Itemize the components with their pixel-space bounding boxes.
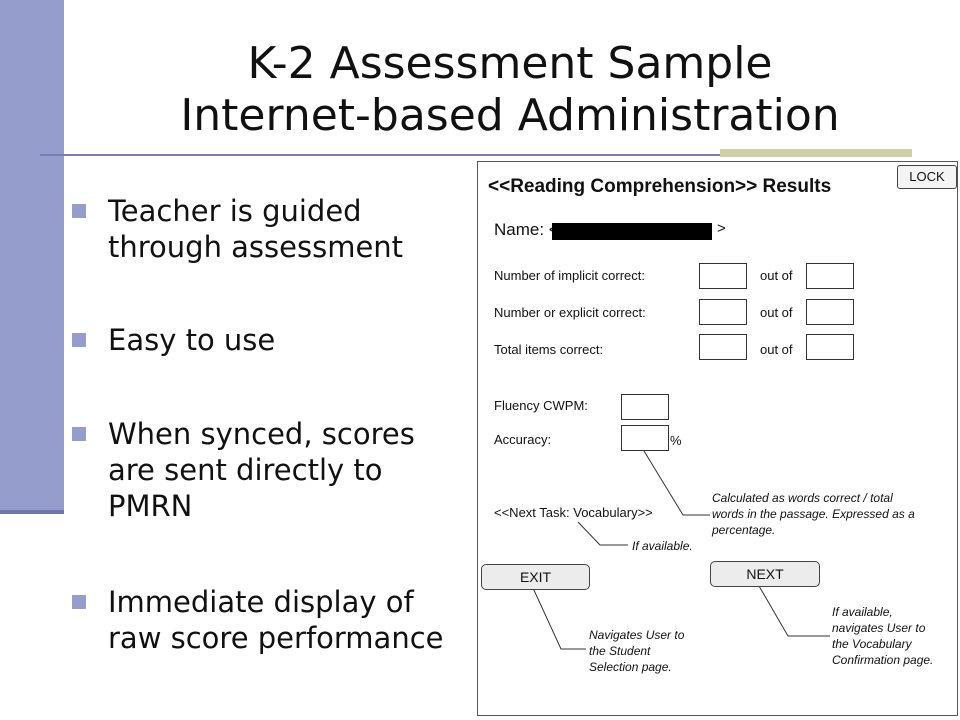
- next-button[interactable]: NEXT: [710, 561, 820, 587]
- bullet-text: through assessment: [108, 230, 404, 264]
- next-task-callout-line: [577, 521, 628, 546]
- results-mockup-panel: <<Reading Comprehension>> Results LOCK N…: [477, 161, 958, 716]
- note-line: percentage.: [712, 523, 776, 537]
- bullet-text: Teacher is guided: [108, 194, 362, 228]
- bullet-item: Teacher is guided through assessment: [72, 193, 468, 265]
- implicit-correct-label: Number of implicit correct:: [494, 268, 645, 283]
- name-close-bracket: >: [717, 220, 726, 237]
- total-correct-field[interactable]: [699, 334, 747, 360]
- bullet-text: are sent directly to: [108, 453, 383, 487]
- slide-title: K-2 Assessment Sample Internet-based Adm…: [60, 38, 960, 142]
- slide-title-line1: K-2 Assessment Sample: [247, 38, 773, 89]
- next-task-link[interactable]: <<Next Task: Vocabulary>>: [494, 505, 653, 520]
- explicit-total-field[interactable]: [806, 299, 854, 325]
- note-line: Calculated as words correct / total: [712, 491, 893, 505]
- lock-button[interactable]: LOCK: [897, 165, 957, 189]
- note-line: the Student: [589, 644, 651, 658]
- note-line: the Vocabulary: [832, 637, 912, 651]
- out-of-label: out of: [760, 268, 793, 283]
- if-available-note: If available.: [632, 539, 693, 553]
- mockup-title: <<Reading Comprehension>> Results: [488, 176, 832, 197]
- exit-callout-line: [532, 587, 586, 650]
- bullet-item: Immediate display of raw score performan…: [72, 584, 468, 656]
- accuracy-callout-line: [643, 450, 710, 516]
- note-line: Confirmation page.: [832, 653, 934, 667]
- accuracy-label: Accuracy:: [494, 432, 552, 447]
- percent-sign: %: [670, 433, 682, 448]
- out-of-label: out of: [760, 342, 793, 357]
- note-line: navigates User to: [832, 621, 926, 635]
- name-label: Name: <: [494, 220, 559, 239]
- fluency-field[interactable]: [621, 394, 669, 420]
- bullet-square-icon: [72, 427, 86, 441]
- name-redaction: [552, 223, 712, 240]
- implicit-total-field[interactable]: [806, 263, 854, 289]
- title-divider: [40, 154, 720, 156]
- bullet-text: PMRN: [108, 489, 193, 523]
- bullet-text: When synced, scores: [108, 417, 415, 451]
- total-correct-label: Total items correct:: [494, 342, 604, 357]
- next-callout-line: [758, 585, 830, 637]
- accuracy-field[interactable]: [621, 425, 669, 451]
- bullet-item: When synced, scores are sent directly to…: [72, 416, 468, 524]
- bullet-square-icon: [72, 333, 86, 347]
- left-accent-bar: [0, 0, 64, 512]
- out-of-label: out of: [760, 305, 793, 320]
- note-line: words in the passage. Expressed as a: [712, 507, 915, 521]
- callout-lines: [532, 450, 830, 650]
- note-line: If available,: [832, 605, 893, 619]
- bullet-item: Easy to use: [72, 322, 468, 358]
- explicit-correct-field[interactable]: [699, 299, 747, 325]
- bullet-text: raw score performance: [108, 621, 444, 655]
- accuracy-note: Calculated as words correct / total word…: [712, 490, 915, 538]
- next-note: If available, navigates User to the Voca…: [832, 604, 933, 668]
- exit-note: Navigates User to the Student Selection …: [589, 627, 684, 675]
- title-divider-accent: [720, 149, 912, 157]
- bullet-text: Easy to use: [108, 323, 276, 357]
- exit-button[interactable]: EXIT: [481, 564, 590, 590]
- total-items-field[interactable]: [806, 334, 854, 360]
- bullet-text: Immediate display of: [108, 585, 414, 619]
- fluency-label: Fluency CWPM:: [494, 398, 588, 413]
- note-line: Navigates User to: [589, 628, 685, 642]
- implicit-correct-field[interactable]: [699, 263, 747, 289]
- slide-title-line2: Internet-based Administration: [180, 90, 840, 141]
- left-accent-bar-shadow: [0, 510, 64, 514]
- bullet-square-icon: [72, 595, 86, 609]
- explicit-correct-label: Number or explicit correct:: [494, 305, 646, 320]
- bullet-square-icon: [72, 204, 86, 218]
- note-line: Selection page.: [589, 660, 672, 674]
